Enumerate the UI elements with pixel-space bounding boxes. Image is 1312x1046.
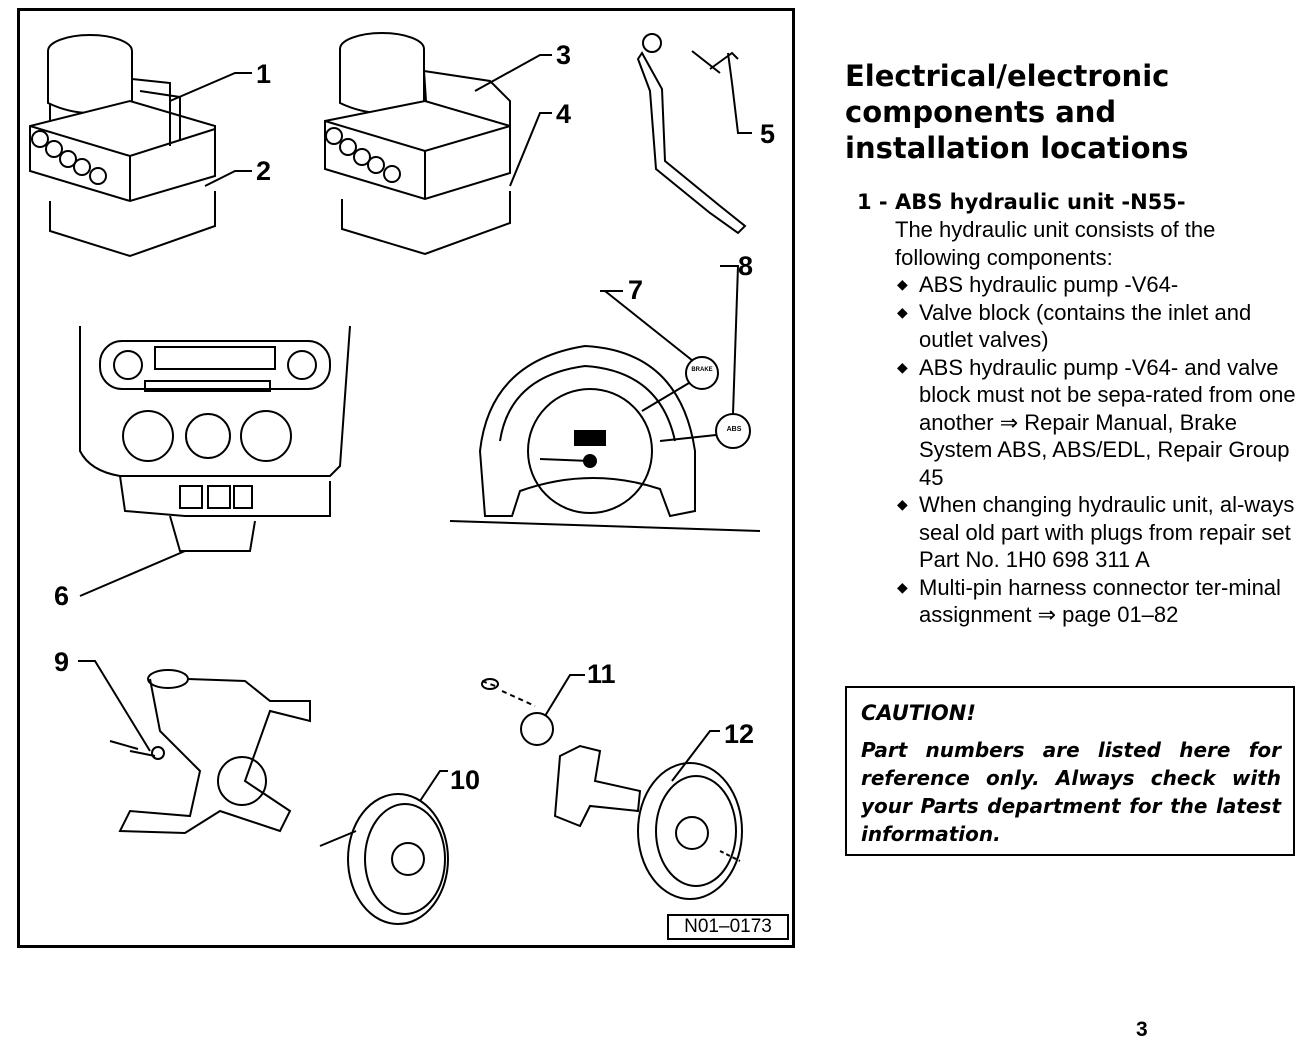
abs-unit-with-module-drawing (324, 32, 511, 256)
callout-2: 2 (256, 156, 272, 186)
component-drawing (29, 32, 761, 925)
instrument-cluster-drawing (449, 265, 761, 532)
item-1-heading: 1 - ABS hydraulic unit -N55- (857, 190, 1186, 214)
climate-control-panel-drawing (79, 325, 351, 597)
callout-3: 3 (556, 40, 572, 70)
page-title: Electrical/electronic components and ins… (845, 59, 1189, 165)
callout-8: 8 (738, 251, 754, 281)
item-1-intro: The hydraulic unit consists of the follo… (895, 217, 1216, 270)
item-1-bullet-list: ABS hydraulic pump -V64- Valve block (co… (857, 271, 1297, 629)
brake-warning-label: BRAKE (691, 367, 713, 373)
callout-12: 12 (724, 719, 755, 749)
callout-10: 10 (450, 765, 481, 795)
callout-6: 6 (54, 581, 70, 611)
list-item: Multi-pin harness connector ter-minal as… (895, 574, 1297, 629)
caution-text: Part numbers are listed here for referen… (861, 738, 1281, 846)
component-figure: 1 2 3 4 5 6 7 8 9 10 11 12 BRAKE ABS N01… (17, 8, 795, 948)
list-item: ABS hydraulic pump -V64- (895, 271, 1297, 299)
callout-5: 5 (760, 119, 776, 149)
figure-reference: N01–0173 (667, 914, 789, 940)
callout-1: 1 (256, 59, 272, 89)
list-item: ABS hydraulic pump -V64- and valve block… (895, 354, 1297, 492)
abs-warning-label: ABS (726, 426, 742, 433)
steering-knuckle-drawing (78, 660, 449, 925)
callout-9: 9 (54, 647, 70, 677)
list-item: When changing hydraulic unit, al-ways se… (895, 491, 1297, 574)
brake-pedal-drawing (636, 33, 747, 235)
list-item: Valve block (contains the inlet and outl… (895, 299, 1297, 354)
callout-4: 4 (556, 99, 572, 129)
callout-11: 11 (587, 659, 616, 689)
callout-7: 7 (628, 275, 644, 305)
item-1: 1 - ABS hydraulic unit -N55- The hydraul… (857, 188, 1297, 629)
leader-lines (169, 54, 752, 292)
caution-box: CAUTION! Part numbers are listed here fo… (845, 686, 1295, 856)
caution-title: CAUTION! (861, 701, 976, 725)
abs-hydraulic-unit-drawing (29, 34, 216, 258)
page-number: 3 (1136, 1018, 1148, 1041)
wheel-hub-drawing (481, 674, 743, 900)
